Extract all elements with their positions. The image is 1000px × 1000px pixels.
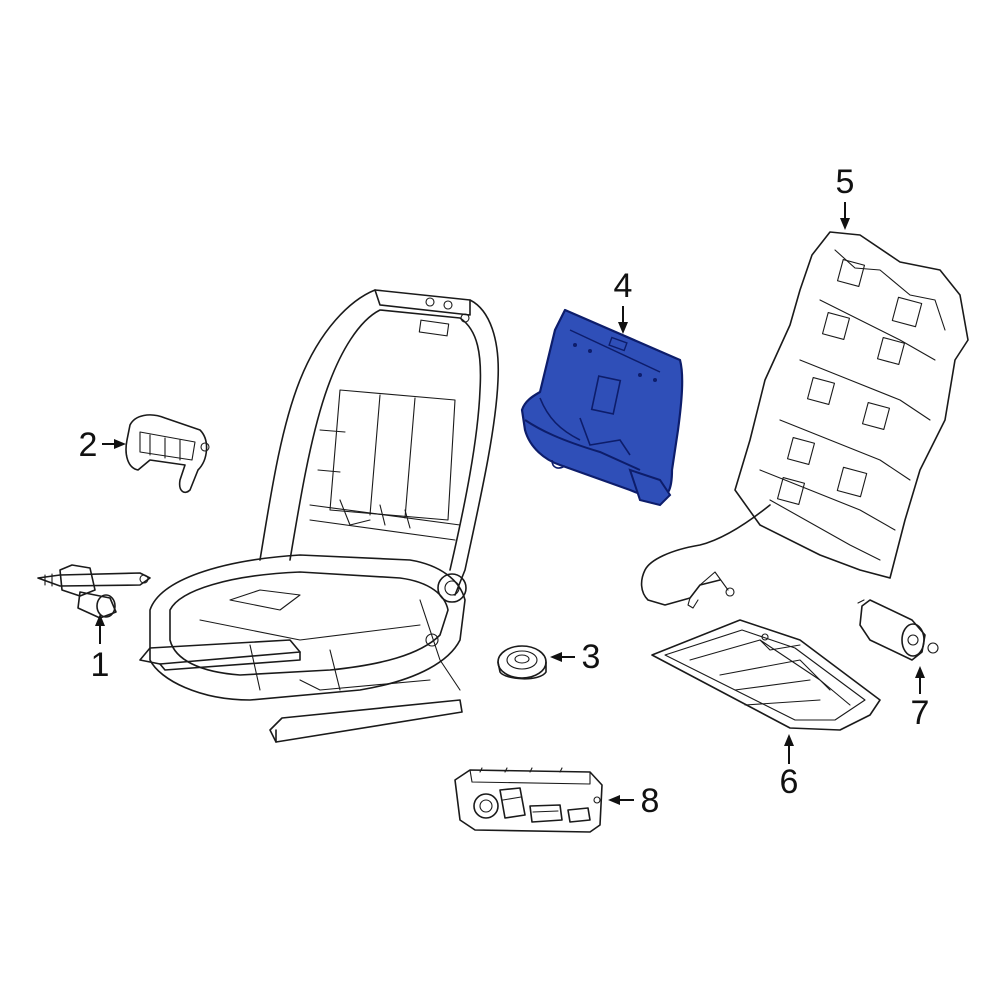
callout-label: 7 [911,694,930,732]
callout-label: 3 [582,638,601,676]
callout-label: 2 [79,426,98,464]
part-1-adjust-motor [37,564,151,619]
callout-label: 1 [91,646,110,684]
part-6-cushion-heater-mat [651,619,881,731]
callout-label: 5 [836,163,855,201]
callout-5: 5 [836,163,855,230]
part-5-heater-mat [640,231,969,609]
part-3-speaker [497,645,547,680]
callout-label: 8 [641,782,660,820]
callout-label: 4 [614,267,633,305]
callout-4: 4 [614,267,633,334]
part-8-seat-switch [454,767,603,833]
part-4-seat-back-pad [520,308,684,507]
callout-7: 7 [911,666,930,732]
callout-label: 6 [780,763,799,801]
callout-2: 2 [79,426,126,464]
seat-frame [139,289,500,743]
callout-1: 1 [91,614,110,684]
callout-3: 3 [550,638,600,676]
callout-8: 8 [608,782,659,820]
callout-6: 6 [780,734,799,801]
part-7-lumbar-motor [857,599,939,661]
part-2-bracket [125,414,210,494]
